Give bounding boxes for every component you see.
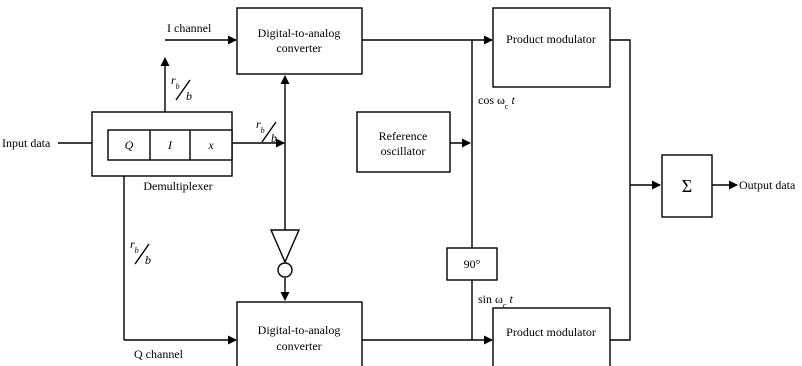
demux-cell-x: x — [207, 138, 214, 152]
product-modulator-top-label: Product modulator — [506, 32, 596, 46]
phase-shifter-block: 90° — [446, 247, 498, 281]
svg-text:rb: rb — [130, 237, 139, 255]
svg-text:rb: rb — [171, 73, 180, 91]
demultiplexer-block: Q I x Demultiplexer — [91, 111, 233, 193]
sin-carrier-label: sin ωc t — [478, 292, 513, 310]
rate-label-q: rb b — [130, 237, 151, 267]
dac-top-label-line2: converter — [276, 41, 321, 55]
reference-oscillator-label-line2: oscillator — [381, 144, 426, 158]
product-modulator-bottom-block: Product modulator — [492, 307, 611, 366]
svg-text:b: b — [186, 89, 192, 103]
reference-oscillator-block: Reference oscillator — [356, 111, 451, 173]
demux-cell-q: Q — [125, 138, 134, 152]
rate-label-i: rb b — [171, 73, 192, 103]
amplifier-symbol — [269, 229, 301, 278]
dac-bottom-label-line1: Digital-to-analog — [258, 323, 341, 337]
product-modulator-top-block: Product modulator — [492, 7, 611, 88]
prod-bottom-out-wire — [610, 185, 631, 341]
reference-oscillator-label-line1: Reference — [379, 129, 428, 143]
demultiplexer-label: Demultiplexer — [143, 179, 212, 193]
dac-bottom-block: Digital-to-analog converter — [236, 301, 363, 366]
summer-block: Σ — [661, 154, 713, 218]
rate-label-x: rb b — [256, 117, 277, 145]
svg-text:rb: rb — [256, 117, 265, 135]
svg-text:b: b — [145, 253, 151, 267]
prod-top-out-wire — [610, 39, 631, 185]
demux-cell-i: I — [167, 138, 173, 152]
input-data-label: Input data — [2, 136, 51, 150]
product-modulator-bottom-label: Product modulator — [506, 325, 596, 339]
phase-shifter-label: 90° — [464, 257, 481, 271]
dac-top-block: Digital-to-analog converter — [236, 7, 363, 75]
q-channel-label: Q channel — [134, 347, 184, 361]
i-channel-label: I channel — [167, 21, 212, 35]
summer-symbol: Σ — [682, 176, 692, 196]
cos-carrier-label: cos ωc t — [478, 93, 515, 111]
svg-text:b: b — [271, 131, 277, 145]
dac-bottom-label-line2: converter — [276, 339, 321, 353]
dac-top-label-line1: Digital-to-analog — [258, 26, 341, 40]
output-data-label: Output data — [739, 178, 796, 192]
